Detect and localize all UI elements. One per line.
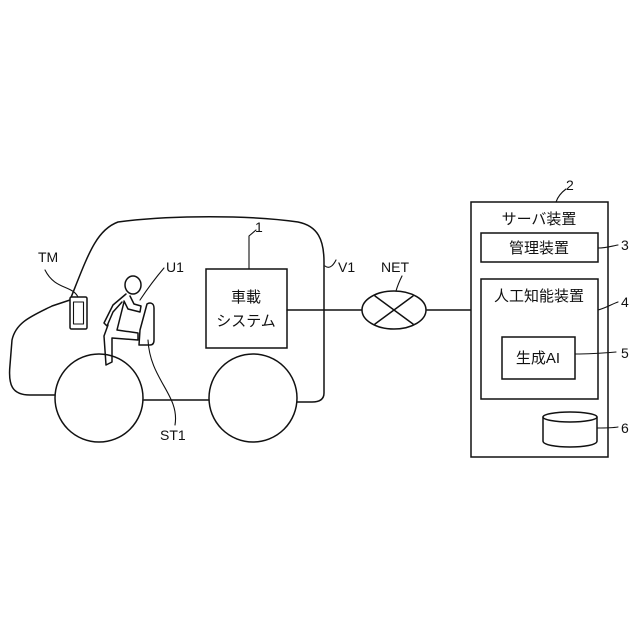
onboard-system-box: [206, 269, 287, 348]
gen-ai-label: 生成AI: [516, 350, 560, 367]
vehicle-leader: [325, 260, 336, 267]
onboard-system-line2: システム: [216, 313, 276, 330]
user-ref-label: U1: [166, 259, 184, 275]
gen-ai-ref-label: 5: [621, 345, 629, 361]
rear-wheel: [209, 354, 297, 442]
onboard-leader: [249, 230, 256, 269]
seat: [139, 303, 154, 345]
network-label: NET: [381, 259, 409, 275]
network-leader: [396, 276, 402, 291]
terminal-ref-label: TM: [38, 249, 58, 265]
server-leader: [556, 189, 566, 202]
management-ref-label: 3: [621, 237, 629, 253]
ai-device-ref-label: 4: [621, 294, 629, 310]
server-ref-label: 2: [566, 177, 574, 193]
server-title: サーバ装置: [502, 211, 577, 228]
user-figure: [104, 276, 141, 365]
ai-device-label: 人工知能装置: [494, 288, 584, 305]
vehicle-ref-label: V1: [338, 259, 355, 275]
user-leader: [140, 268, 164, 300]
onboard-system-line1: 車載: [231, 289, 261, 306]
seat-leader: [148, 340, 176, 425]
storage-cylinder: [543, 412, 597, 447]
front-wheel: [55, 354, 143, 442]
onboard-ref-label: 1: [255, 219, 263, 235]
seat-ref-label: ST1: [160, 427, 186, 443]
management-label: 管理装置: [509, 240, 569, 257]
storage-ref-label: 6: [621, 420, 629, 436]
